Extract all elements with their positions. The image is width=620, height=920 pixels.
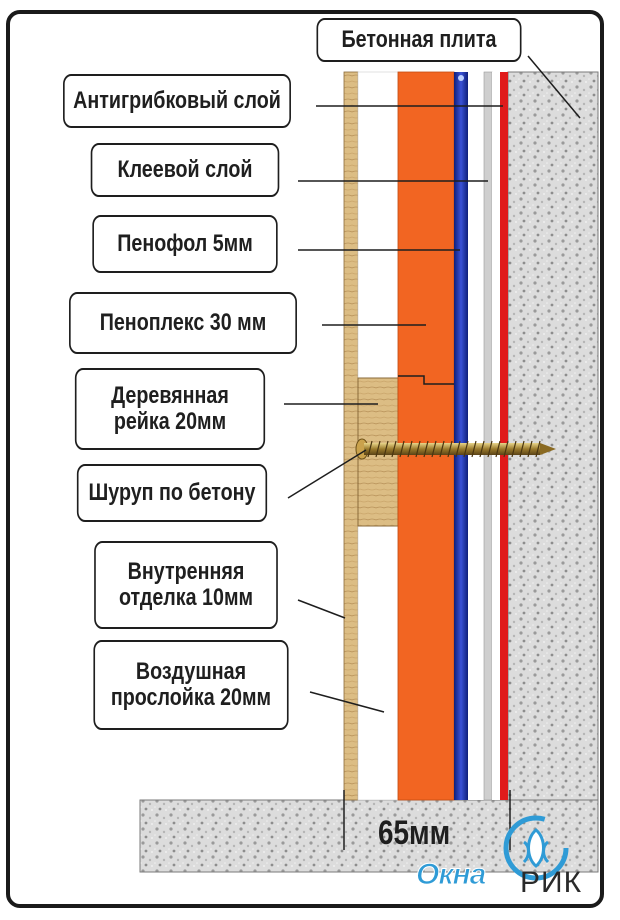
label-text: Клеевой слой [117, 155, 253, 183]
label-text: Бетонная плита [341, 25, 497, 53]
dimension-label: 65мм [378, 814, 451, 852]
label-concrete-slab: Бетонная плита [316, 18, 522, 62]
penofol-layer [454, 72, 468, 800]
label-penofol: Пенофол 5мм [92, 215, 278, 273]
label-text-line2: отделка 10мм [118, 584, 254, 611]
label-text: Пеноплекс 30 мм [99, 308, 267, 336]
label-wood-batten: Деревянная рейка 20мм [74, 368, 266, 450]
label-text-line1: Внутренняя [127, 557, 245, 585]
label-text: Антигрибковый слой [73, 86, 281, 114]
label-text: Шуруп по бетону [88, 478, 256, 506]
leader-lines [284, 55, 581, 850]
label-text-line2: рейка 20мм [113, 408, 227, 435]
concrete-screw [355, 438, 556, 460]
logo-rik-text: РИК [520, 866, 583, 899]
diagram-frame [6, 10, 604, 908]
label-antifungal: Антигрибковый слой [63, 74, 291, 128]
label-text-line2: прослойка 20мм [110, 684, 272, 711]
label-air-gap: Воздушная прослойка 20мм [93, 640, 289, 730]
label-adhesive: Клеевой слой [90, 143, 280, 197]
label-text: Пенофол 5мм [117, 229, 253, 257]
penoplex-layer [397, 71, 455, 801]
label-screw: Шуруп по бетону [76, 464, 268, 522]
okna-rik-logo-icon [503, 815, 569, 881]
label-text-line1: Деревянная [111, 381, 229, 409]
concrete-wall [507, 71, 599, 801]
label-penoplex: Пеноплекс 30 мм [69, 292, 297, 354]
label-text-line1: Воздушная [135, 657, 247, 685]
label-interior-finish: Внутренняя отделка 10мм [94, 541, 278, 629]
logo-okna-text: Окна [415, 858, 486, 892]
antifungal-layer [500, 72, 508, 800]
